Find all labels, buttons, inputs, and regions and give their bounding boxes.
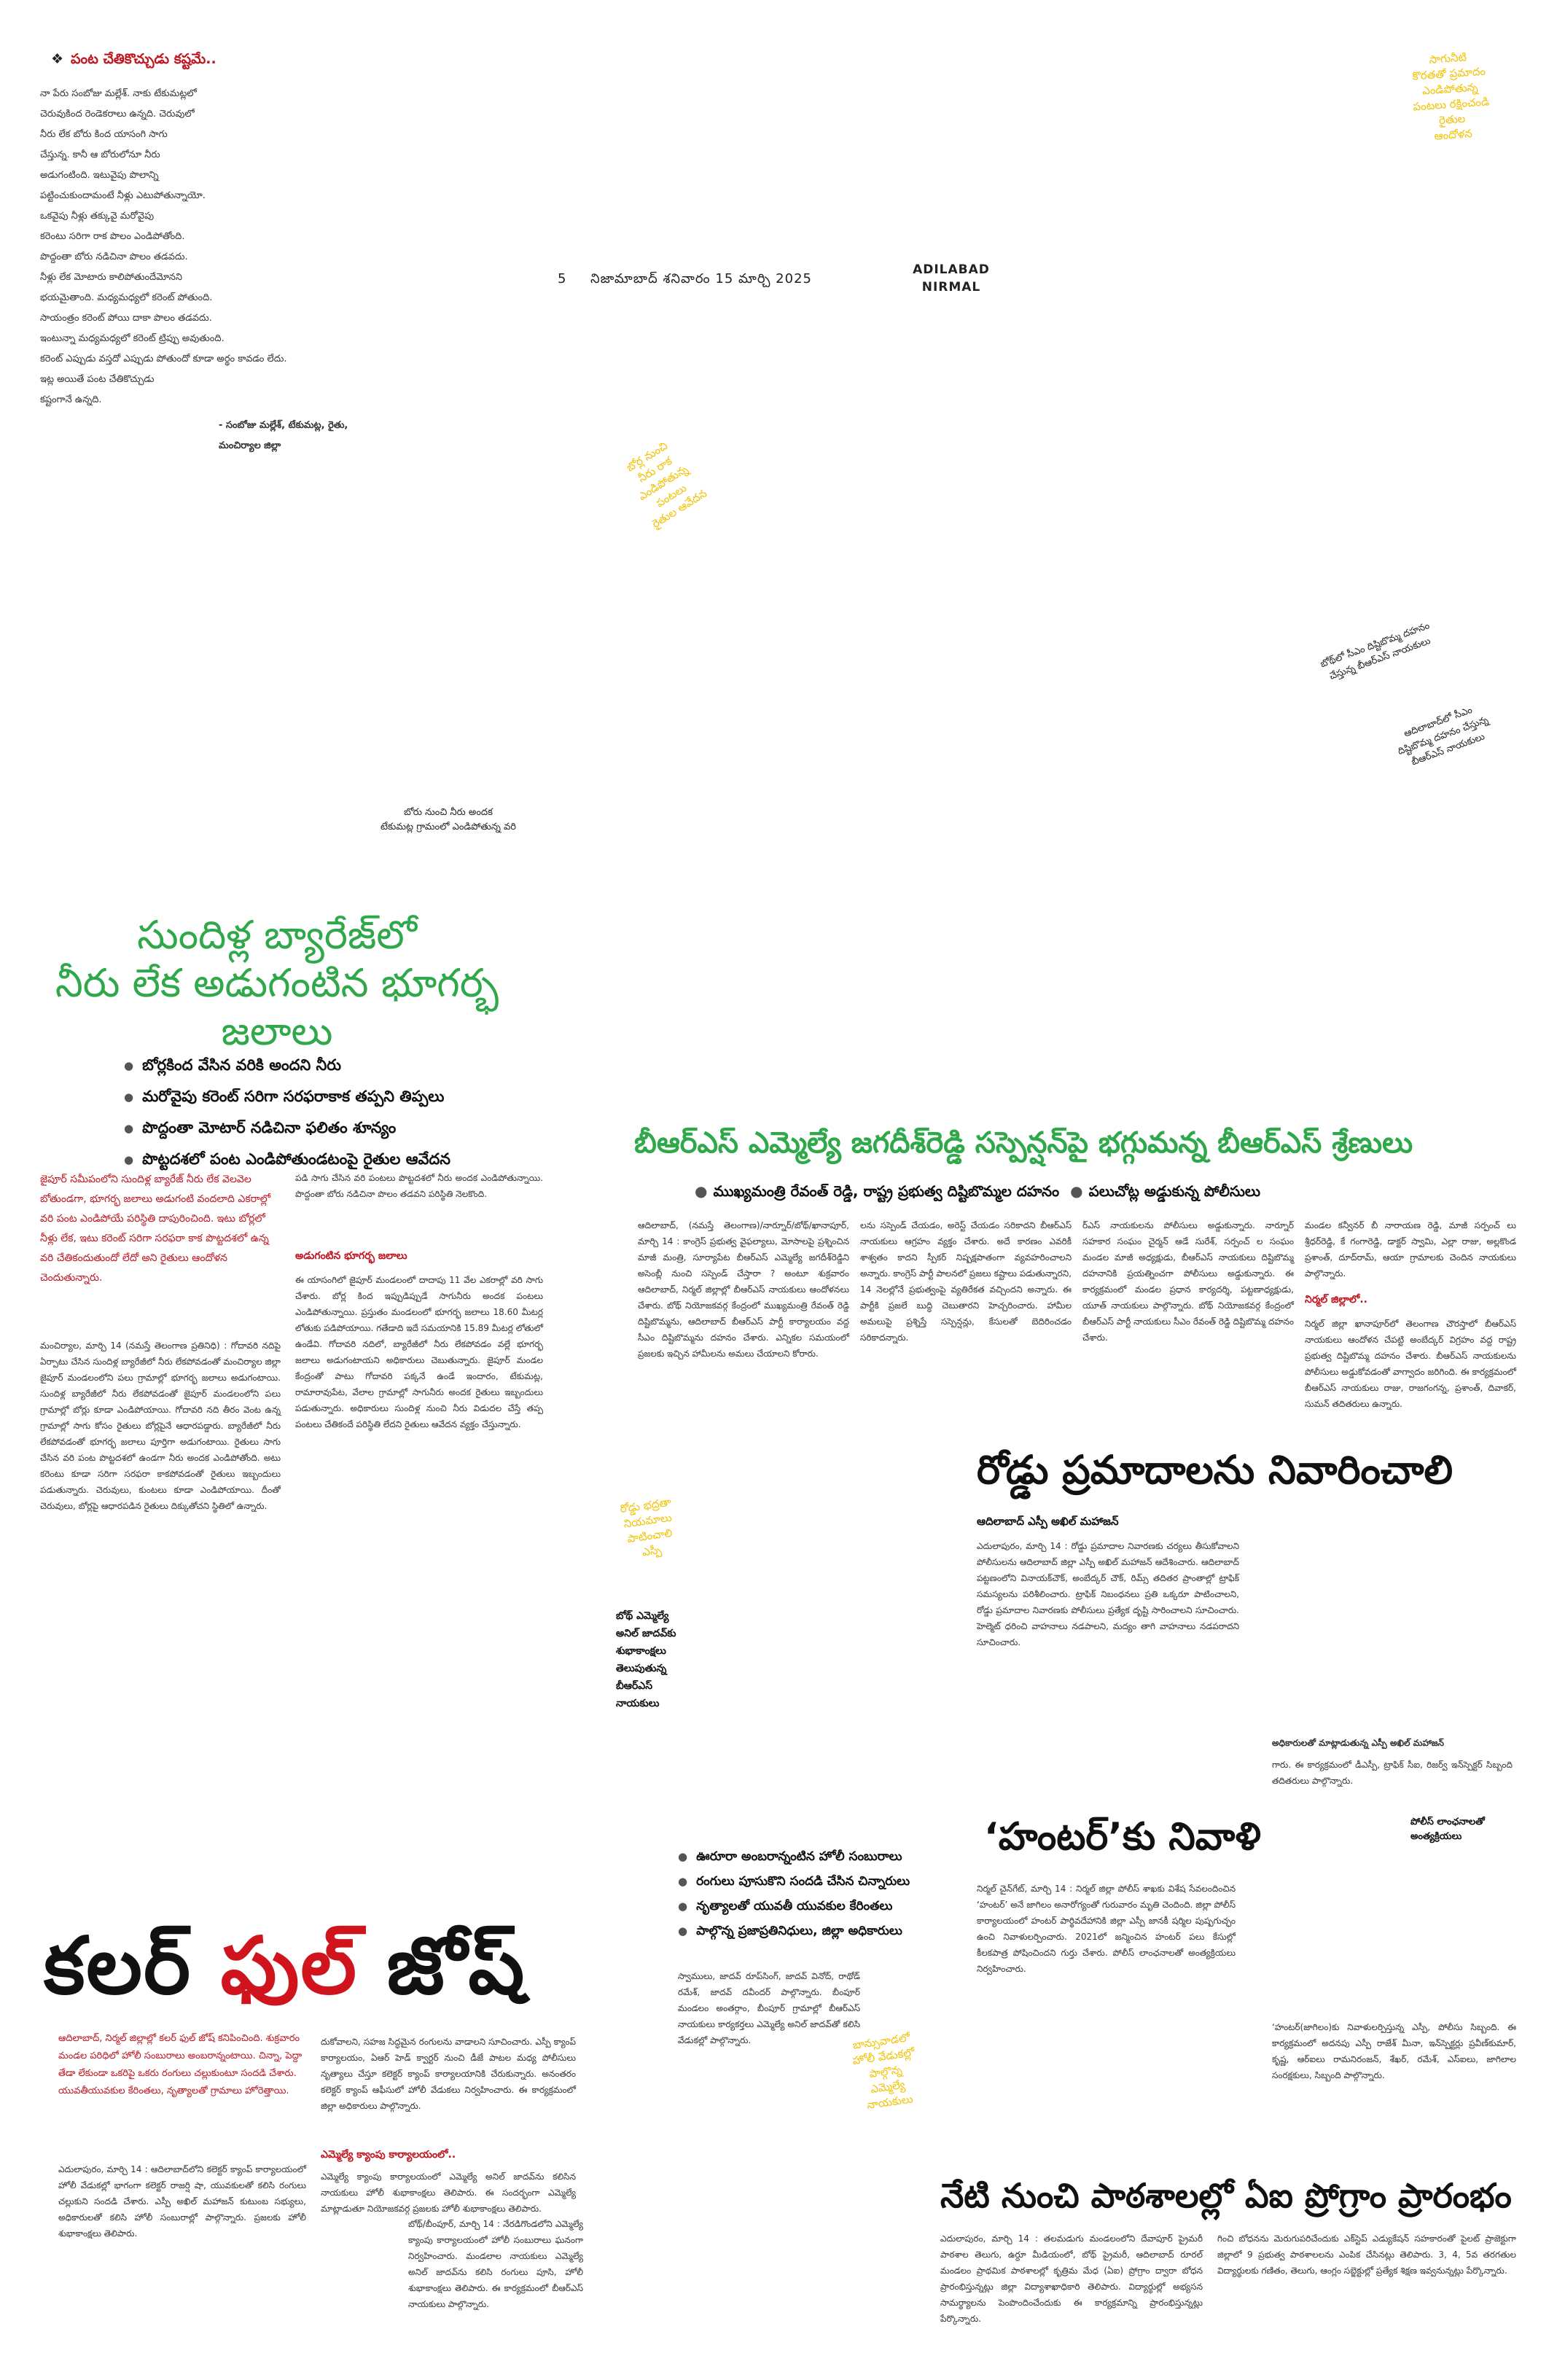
yellow-note-top-right: సాగునీటి కొరతతో ప్రమాదం ఎండిపోతున్న పంటల…: [1411, 50, 1490, 143]
holi-subhead: ఎమ్మెల్యే క్యాంపు కార్యాలయంలో..: [321, 2149, 456, 2161]
rotated-caption-bodh: బోథ్‌లో సీఎం దిష్టిబొమ్మ దహనం చేస్తున్న …: [1319, 620, 1432, 683]
yellow-note-middle: బోర్ల నుంచి నీరు రాక ఎండిపోతున్న పంటలు ర…: [623, 439, 709, 531]
barrage-headline-line-2: నీరు లేక అడుగంటిన భూగర్భ జలాలు: [55, 960, 499, 1054]
brs-body-5: నిర్మల్ జిల్లా ఖానాపూర్‌లో తెలంగాణ చౌరస్…: [1305, 1319, 1516, 1409]
photo-caption-line-2: టేకుమట్ల గ్రామంలో ఎండిపోతున్న వరి: [380, 822, 517, 832]
page-number: 5: [558, 271, 567, 286]
holi-body-3: ఎమ్మెల్యే క్యాంపు కార్యాలయంలో ఎమ్మెల్యే …: [321, 2172, 576, 2214]
barrage-body-3: ఈ యాసంగిలో జైపూర్ మండలంలో దాదాపు 11 వేల …: [295, 1275, 543, 1429]
barrage-bullet: పొట్టదశలో పంట ఎండిపోతుండటంపై రైతుల ఆవేదన: [124, 1144, 532, 1175]
holi-bullet: ఊరూరా అంబరాన్నంటిన హోలీ సంబురాలు: [678, 1844, 984, 1869]
brs-deck: ● ముఖ్యమంత్రి రేవంత్ రెడ్డి, రాష్ట్ర ప్రభ…: [689, 1182, 1505, 1203]
road-body-1: ఎదులాపురం, మార్చి 14 : రోడ్డు ప్రమాదాల న…: [977, 1541, 1239, 1647]
holi-body-1: ఎదులాపురం, మార్చి 14 : ఆదిలాబాద్‌లోని కల…: [58, 2164, 306, 2239]
holi-headline: కలర్ ఫుల్ జోష్: [44, 1921, 612, 2032]
poem-attribution: - సంబోజు మల్లేశ్, టేకుమట్ల, రైతు, మంచిర్…: [219, 420, 348, 451]
yellow-note-road: రోడ్డు భద్రతా నియమాలు పాటించాలి ఎస్పీ: [619, 1495, 674, 1559]
holi-headline-part-2: ఫుల్: [220, 1921, 358, 2012]
edition-line-2: NIRMAL: [921, 280, 981, 294]
road-body-2: గారు. ఈ కార్యక్రమంలో డీఎస్పీ, ట్రాఫిక్ స…: [1272, 1760, 1513, 1786]
holi-body-2: దుకోవాలని, సహజ సిద్ధమైన రంగులను వాడాలని …: [321, 2037, 576, 2111]
road-byline: ఆదిలాబాద్ ఎస్పీ అఖిల్ మహాజన్: [977, 1515, 1119, 1528]
edition-line-1: ADILABAD: [913, 262, 990, 277]
brs-deck-2: పలుచోట్ల అడ్డుకున్న పోలీసులు: [1088, 1182, 1260, 1200]
barrage-bullet: బోర్లకింద వేసిన వరికి అందని నీరు: [124, 1050, 532, 1081]
hunter-body-2: ‘హంటర్(జాగిలం)కు నివాళులర్పిస్తున్న ఎస్ప…: [1272, 2022, 1516, 2080]
bullet-dot-icon: ●: [695, 1182, 708, 1200]
barrage-subhead: అడుగంటిన భూగర్భ జలాలు: [295, 1250, 407, 1262]
barrage-intro: జైపూర్ సమీపంలోని సుందిళ్ల బ్యారేజ్ నీరు …: [40, 1174, 271, 1284]
poem-body: నా పేరు సంబోజు మల్లేశ్. నాకు టేకుమట్లలో …: [40, 88, 287, 405]
hunter-side-caption: పోలీస్ లాంఛనాలతో అంత్యక్రియలు: [1410, 1817, 1485, 1842]
photo-caption: బోరు నుంచి నీరు అందక టేకుమట్ల గ్రామంలో ఎ…: [292, 805, 605, 835]
holi-intro: ఆదిలాబాద్, నిర్మల్ జిల్లాల్లో కలర్ ఫుల్ …: [58, 2033, 303, 2096]
barrage-bullet: పొద్దంతా మోటార్ నడిచినా ఫలితం శూన్యం: [124, 1112, 532, 1144]
brs-subhead: నిర్మల్ జిల్లాలో..: [1305, 1294, 1367, 1306]
brs-body-4: మండల కన్వీనర్ బీ నారాయణ రెడ్డి, మాజీ సర్…: [1305, 1220, 1516, 1279]
diamond-icon: ❖: [51, 51, 64, 67]
photo-caption-line-1: బోరు నుంచి నీరు అందక: [404, 807, 493, 818]
brs-headline: బీఆర్ఎస్ ఎమ్మెల్యే జగదీశ్‌రెడ్డి సస్పెన్…: [634, 1126, 1413, 1160]
brs-body-3: ర్ఎస్ నాయకులను పోలీసులు అడ్డుకున్నారు. న…: [1082, 1220, 1294, 1343]
barrage-body-2: పడి సాగు చేసిన వరి పంటలు పొట్టదశలో నీరు …: [295, 1173, 543, 1199]
poem-title-text: పంట చేతికొచ్చుడు కష్టమే..: [71, 51, 216, 67]
edition-label: ADILABAD NIRMAL: [904, 261, 999, 296]
holi-headline-part-3: జోష్: [357, 1921, 526, 2012]
brs-body-2: లను సస్పెండ్ చేయడం, అరెస్ట్ చేయడం సరికాద…: [860, 1220, 1072, 1343]
barrage-bullets: బోర్లకింద వేసిన వరికి అందని నీరు మరోవైపు…: [124, 1050, 532, 1175]
hunter-headline: ‘హంటర్’కు నివాళి: [984, 1815, 1261, 1859]
barrage-body-1: మంచిర్యాల, మార్చి 14 (నమస్తే తెలంగాణ ప్ర…: [40, 1341, 281, 1511]
school-body-1: ఎదులాపురం, మార్చి 14 : తలమడుగు మండలంలోని…: [940, 2233, 1203, 2324]
barrage-bullet: మరోవైపు కరెంట్ సరిగా సరఫరాకాక తప్పని తిప…: [124, 1081, 532, 1112]
poem-title: ❖ పంట చేతికొచ్చుడు కష్టమే..: [51, 51, 216, 71]
holi-body-5: స్వాములు, జాదవ్ రూప్‌సింగ్, జాదవ్ వినోద్…: [678, 1971, 860, 2045]
bodh-mla-caption: బోథ్ ఎమ్మెల్యే అనిల్ జాదవ్‌కు శుభాకాంక్ష…: [616, 1610, 676, 1709]
rotated-caption-adilabad: ఆదిలాబాద్‌లో సీఎం దిష్టిబొమ్మ దహనం చేస్త…: [1396, 704, 1490, 768]
holi-bullet: పాల్గొన్న ప్రజాప్రతినిధులు, జిల్లా అధికా…: [678, 1919, 984, 1943]
brs-body-1: ఆదిలాబాద్, (నమస్తే తెలంగాణ)/నార్నూర్/బోథ…: [638, 1220, 849, 1359]
holi-bullet: రంగులు పూసుకొని సందడి చేసిన చిన్నారులు: [678, 1869, 984, 1894]
road-caption: అధికారులతో మాట్లాడుతున్న ఎస్పీ అఖిల్ మహా…: [1272, 1738, 1444, 1748]
barrage-headline: సుందిళ్ల బ్యారేజ్‌లో నీరు లేక అడుగంటిన భ…: [44, 911, 510, 1056]
hunter-body-1: నిర్మల్ చైన్‌గేట్, మార్చి 14 : నిర్మల్ జ…: [977, 1884, 1236, 1974]
yellow-note-colour: బాన్సువాడలో హోలీ వేడుకల్లో పాల్గొన్న ఎమ్…: [851, 2031, 916, 2112]
holi-bullet: నృత్యాలతో యువతీ యువకుల కేరింతలు: [678, 1894, 984, 1919]
bullet-dot-icon: ●: [1070, 1182, 1083, 1200]
road-headline: రోడ్డు ప్రమాదాలను నివారించాలి: [977, 1447, 1453, 1493]
school-body-2: గించి బోధనను మెరుగుపరిచేందుకు ఎక్‌స్టెప్…: [1217, 2233, 1516, 2276]
school-headline: నేటి నుంచి పాఠశాలల్లో ఏఐ ప్రోగ్రాం ప్రార…: [940, 2176, 1512, 2215]
place-date: నిజామాబాద్ శనివారం 15 మార్చి 2025: [590, 271, 812, 286]
holi-headline-part-1: కలర్: [44, 1921, 221, 2012]
brs-deck-1: ముఖ్యమంత్రి రేవంత్ రెడ్డి, రాష్ట్ర ప్రభు…: [713, 1182, 1060, 1200]
holi-body-4: బోథ్/బీంపూర్, మార్చి 14 : నేరడిగొండలోని …: [408, 2219, 583, 2309]
barrage-headline-line-1: సుందిళ్ల బ్యారేజ్‌లో: [137, 912, 417, 958]
holi-bullets: ఊరూరా అంబరాన్నంటిన హోలీ సంబురాలు రంగులు …: [678, 1844, 984, 1943]
